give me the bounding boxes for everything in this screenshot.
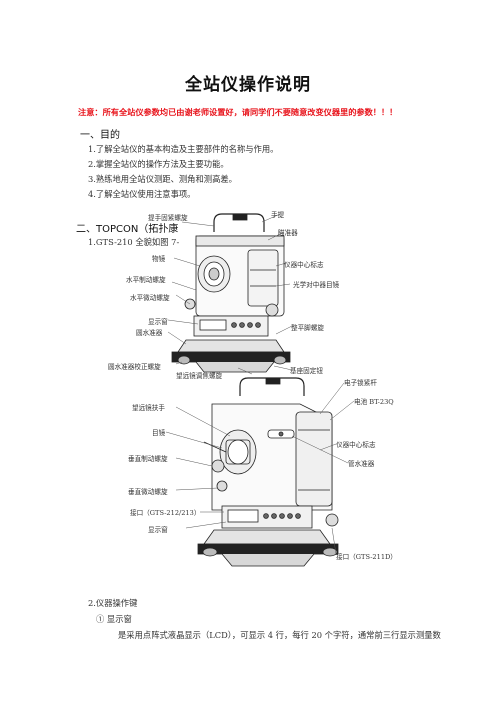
gts-subheading: 1.GTS-210 全貌如图 7- bbox=[88, 237, 180, 247]
figure1-leader-lines bbox=[167, 213, 293, 375]
label-port-left: 接口（GTS-212/213） bbox=[130, 509, 201, 517]
purpose-item-1: 1.了解全站仪的基本构造及主要部件的名称与作用。 bbox=[88, 144, 279, 154]
label-telescope-handle: 望远镜扶手 bbox=[132, 404, 165, 412]
purpose-item-3: 3.熟练地用全站仪测距、测角和测高差。 bbox=[88, 174, 237, 184]
label-battery-lock: 电子锁紧杆 bbox=[344, 379, 377, 387]
section-heading-purpose: 一、目的 bbox=[80, 130, 120, 141]
label-leveling-screw: 整平脚螺旋 bbox=[291, 324, 324, 332]
label-optical-plummet: 光学对中器目镜 bbox=[293, 281, 340, 289]
label-display-2: 显示窗 bbox=[148, 526, 168, 534]
notice-text: 注意：所有全站仪参数均已由谢老师设置好，请同学们不要随意改变仪器里的参数！！！ bbox=[78, 107, 398, 117]
label-v-clamp: 垂直制动螺旋 bbox=[128, 455, 168, 463]
label-v-tangent: 垂直微动螺旋 bbox=[128, 488, 168, 496]
figure1-instrument-drawing bbox=[171, 213, 291, 373]
label-display-1: 显示窗 bbox=[148, 318, 168, 326]
display-window-subheading: ① 显示窗 bbox=[96, 614, 132, 624]
label-base-lock: 基座固定钮 bbox=[290, 367, 323, 375]
label-tube-level: 管水准器 bbox=[348, 460, 375, 468]
label-h-clamp: 水平制动螺旋 bbox=[126, 276, 166, 284]
section-heading-keys: 2.仪器操作键 bbox=[88, 598, 138, 608]
label-circular-level: 圆水准器 bbox=[136, 329, 163, 337]
label-eyepiece: 目镜 bbox=[152, 429, 166, 437]
figure2-leader-lines bbox=[165, 382, 355, 555]
purpose-item-2: 2.掌握全站仪的操作方法及主要功能。 bbox=[88, 159, 229, 169]
label-battery: 电池 BT-23Q bbox=[354, 398, 394, 406]
label-center-mark-1: 仪器中心标志 bbox=[284, 261, 324, 269]
section-heading-topcon: 二、TOPCON（拓扑康 bbox=[76, 224, 179, 235]
display-window-text: 是采用点阵式液晶显示（LCD），可显示 4 行，每行 20 个字符，通常前三行显… bbox=[118, 630, 441, 640]
label-sight: 瞄准器 bbox=[278, 229, 298, 237]
figure2-instrument-drawing bbox=[197, 377, 339, 567]
purpose-item-4: 4.了解全站仪使用注意事项。 bbox=[88, 189, 196, 199]
document-title: 全站仪操作说明 bbox=[185, 75, 311, 95]
label-focus-screw: 望远镜调焦螺旋 bbox=[176, 372, 223, 380]
label-port-right: 接口（GTS-211D） bbox=[336, 553, 397, 561]
label-handle-screw: 提手固紧螺旋 bbox=[148, 214, 188, 222]
label-h-tangent: 水平微动螺旋 bbox=[130, 294, 170, 302]
label-center-mark-2: 仪器中心标志 bbox=[336, 441, 376, 449]
label-level-adjust: 圆水准器校正螺旋 bbox=[108, 363, 161, 371]
label-handle: 手提 bbox=[271, 211, 285, 219]
label-objective: 物镜 bbox=[152, 255, 166, 263]
